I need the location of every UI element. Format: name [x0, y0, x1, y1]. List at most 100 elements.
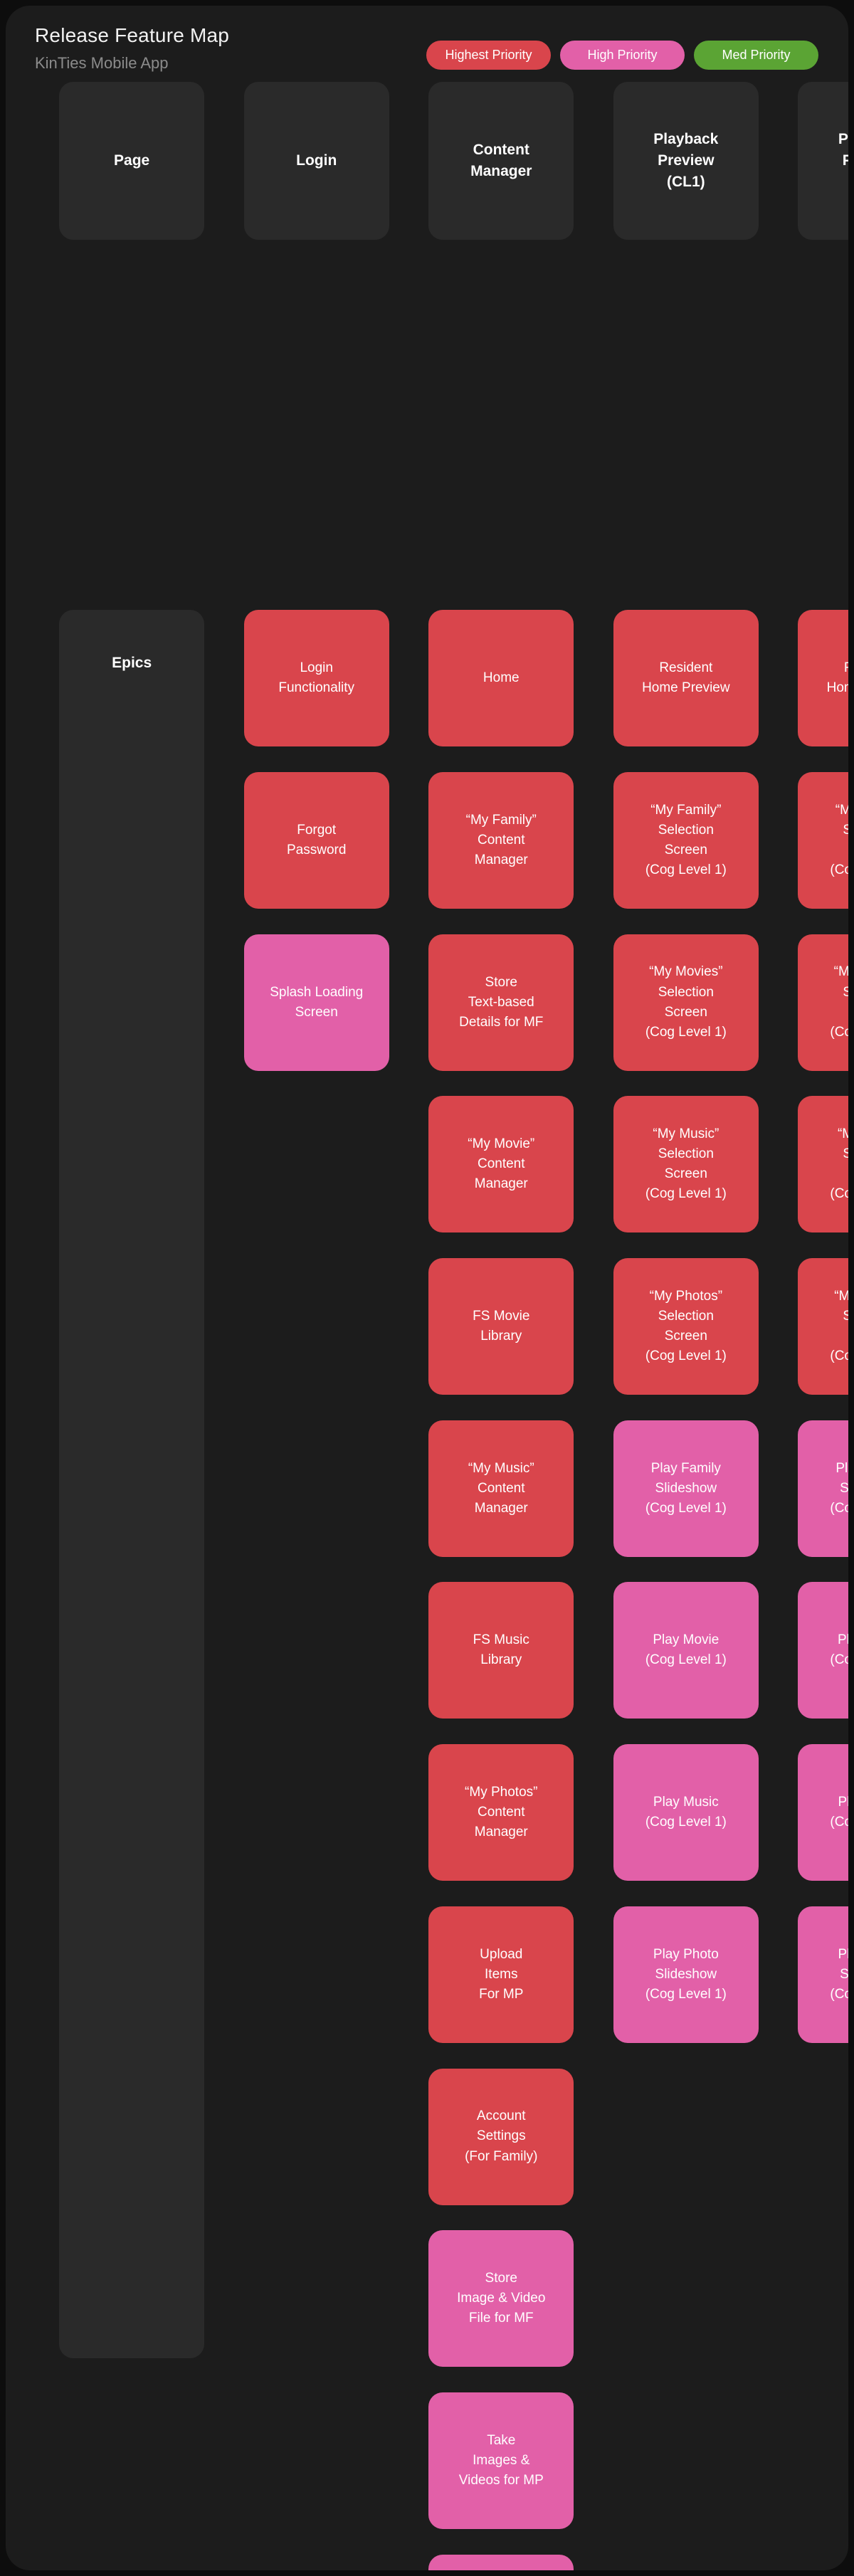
feature-card-label: Home Preview	[642, 680, 730, 696]
feature-card-label: Videos for MP	[458, 2472, 544, 2488]
legend-pill-label: Med Priority	[722, 48, 791, 62]
feature-card-label: Functionality	[278, 680, 355, 696]
feature-card-label: Slideshow	[840, 1480, 848, 1496]
feature-card-label: FS Movie	[473, 1308, 530, 1324]
feature-card-label: (Cog Level 2)	[830, 1186, 848, 1202]
page-title: Release Feature Map	[35, 24, 230, 46]
feature-card-label: “My Movie”	[468, 1136, 535, 1152]
column-header-label: Playback	[653, 131, 719, 148]
feature-card-label: (Cog Level 1)	[645, 1186, 727, 1202]
feature-card-label: “My Music”	[468, 1460, 534, 1476]
column-header-1: Login	[243, 82, 389, 240]
feature-card[interactable]: Play Movie(Cog Level 2)	[798, 1582, 848, 1719]
feature-card-label: “My Music”	[653, 1126, 719, 1142]
column-header-label: Preview	[842, 152, 848, 169]
feature-card-label: Text-based	[468, 994, 534, 1010]
feature-card-label: Selection	[843, 984, 848, 1000]
feature-card-label: “My Family”	[835, 802, 848, 818]
feature-card-label: Content	[477, 832, 525, 848]
column-header-label: Playback	[838, 131, 848, 148]
feature-card-label: (Cog Level 1)	[645, 1652, 727, 1668]
feature-card-label: “My Photos”	[465, 1784, 538, 1800]
feature-card-label: (Cog Level 2)	[830, 862, 848, 878]
feature-card-label: Selection	[843, 1308, 848, 1324]
feature-card-label: For MP	[479, 1986, 524, 2002]
feature-card-label: Take	[487, 2432, 516, 2448]
feature-card-label: Settings	[476, 2128, 526, 2144]
page-header: Release Feature Map KinTies Mobile App H…	[6, 6, 848, 88]
feature-card-label: (Cog Level 1)	[645, 1815, 727, 1830]
column-header-0: Page	[59, 82, 205, 240]
column-header-label: Login	[296, 152, 337, 169]
feature-card-label: Manager	[474, 1500, 528, 1516]
feature-card[interactable]: Home	[428, 610, 574, 747]
legend-pill-1[interactable]: High Priority	[560, 41, 685, 70]
feature-card-label: Manager	[474, 1825, 528, 1840]
feature-card-label: Play Movie	[653, 1632, 719, 1648]
feature-card-label: Play Family	[835, 1460, 848, 1476]
feature-card[interactable]: Play Music(Cog Level 1)	[613, 1744, 759, 1881]
feature-card-label: Screen	[830, 1003, 848, 1023]
feature-card-label: “My Movies”	[649, 964, 723, 980]
feature-card-label: Home Preview	[826, 680, 848, 696]
feature-card-label: Screen	[664, 1329, 707, 1344]
feature-card-label: Account	[476, 2108, 526, 2124]
feature-card[interactable]: Play Movie (Cog Level 1)	[613, 1582, 759, 1719]
feature-card-label: (Cog Level 1)	[645, 1348, 727, 1364]
priority-legend: Highest Priority High Priority Med Priorit…	[426, 41, 818, 70]
feature-card-label: Content	[477, 1805, 525, 1820]
feature-card-label: Selection	[843, 1146, 848, 1162]
feature-card-label: Store	[485, 974, 517, 990]
legend-pill-2[interactable]: Med Priority	[694, 41, 818, 70]
feature-card-label: Resident	[659, 660, 713, 676]
feature-card-label: (Cog Level 2)	[830, 1500, 848, 1516]
feature-card-label: (Cog Level 1)	[645, 1986, 727, 2002]
feature-card-label: Selection	[658, 1308, 714, 1324]
feature-card-label: “My Music”	[837, 1126, 848, 1142]
feature-card-label: Splash Loading	[270, 984, 364, 1000]
feature-card-label: Resident	[827, 658, 848, 678]
feature-card[interactable]: Play Music(Cog Level 2)	[798, 1744, 848, 1881]
feature-card-label: Screen	[664, 842, 707, 857]
feature-card-label: File for MF	[468, 2311, 534, 2326]
feature-card-label: Selection	[658, 984, 714, 1000]
feature-card-label: Screen	[830, 1164, 848, 1184]
feature-card[interactable]: Multi-residentProfile Support	[428, 2554, 574, 2570]
feature-card-label: Items	[485, 1966, 518, 1982]
feature-card-label: Login	[300, 660, 333, 676]
legend-pill-0[interactable]: Highest Priority	[426, 41, 551, 70]
feature-card-label: (Cog Level 1)	[645, 1500, 727, 1516]
feature-card-label: (Cog Level 1)	[645, 1024, 727, 1040]
feature-card-label: Details for MF	[459, 1014, 544, 1030]
